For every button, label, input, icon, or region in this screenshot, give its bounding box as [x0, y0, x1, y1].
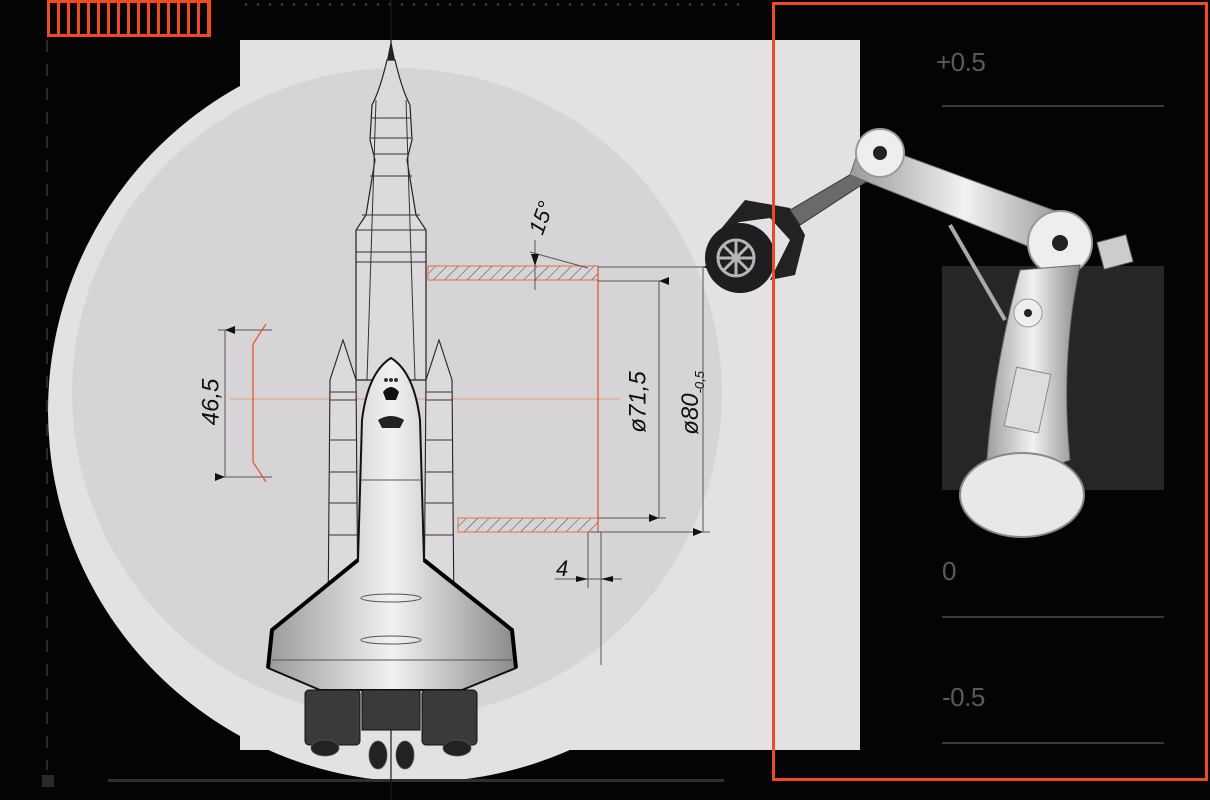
- outer-diameter-label: ø80-0,5: [677, 371, 707, 435]
- cylinder-section-drawing: [427, 265, 599, 533]
- scale-label-minus: -0.5: [942, 682, 985, 712]
- scale-label-zero: 0: [942, 556, 956, 586]
- ruler-bar-icon: [47, 0, 211, 37]
- highlight-frame: [772, 2, 1208, 781]
- scale-line-plus: [942, 105, 1164, 107]
- height-dimension-label: 46,5: [197, 378, 225, 426]
- outer-diameter-base: ø80: [676, 393, 704, 435]
- left-dashed-guide: [46, 40, 48, 770]
- scale-line-minus: [942, 742, 1164, 744]
- rocket-icon: [266, 40, 518, 770]
- bottom-marker: [42, 775, 54, 787]
- scale-line-zero: [942, 616, 1164, 618]
- wall-thickness-label: 4: [556, 556, 569, 581]
- bottom-baseline: [108, 779, 724, 782]
- scale-label-plus: +0.5: [936, 47, 986, 77]
- inner-diameter-label: ø71,5: [624, 371, 652, 433]
- top-dotted-guide: [240, 3, 740, 6]
- robot-arm-icon: [705, 128, 1134, 538]
- outer-diameter-tolerance: -0,5: [691, 371, 707, 394]
- gear-icon: [716, 238, 756, 278]
